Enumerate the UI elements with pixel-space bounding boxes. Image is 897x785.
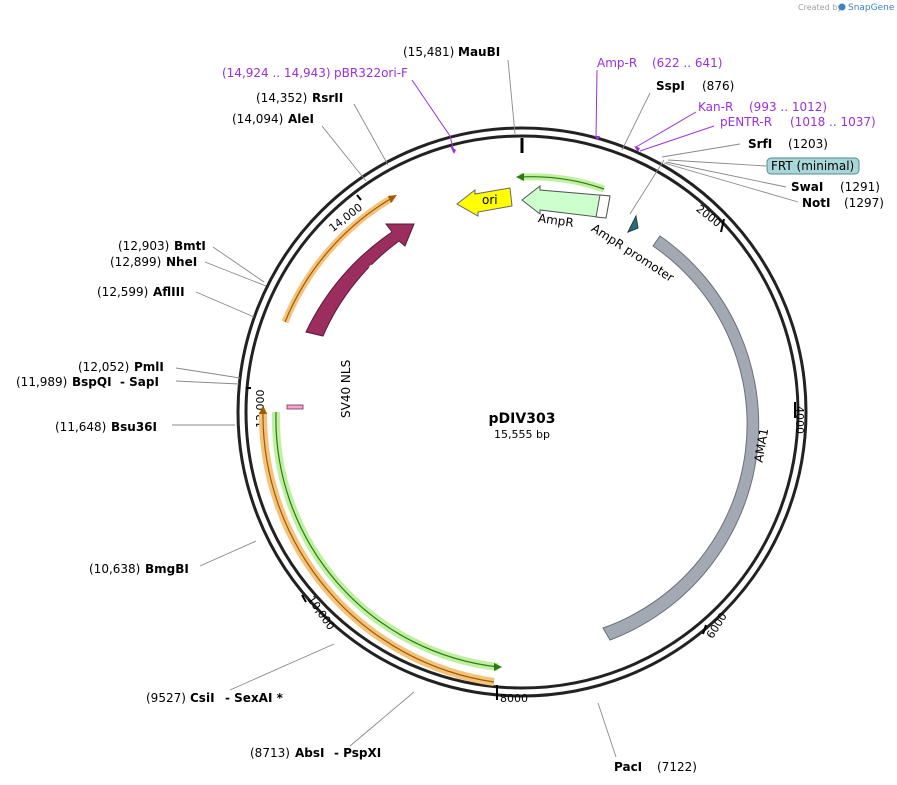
site-rsrii-pos: (14,352) [256,91,307,105]
primer-pbr322ori-name[interactable]: pBR322ori-F [334,66,408,80]
scale-ticks [246,138,796,700]
site-bmgbi-name[interactable]: BmgBI [145,562,189,576]
site-swai-pos: (1291) [840,180,880,194]
feature-ampr-label: AmpR [537,211,574,230]
primer-markers [450,136,640,154]
feature-frt-box[interactable] [766,157,860,175]
site-pspxi-name[interactable]: - PspXI [334,746,381,760]
feature-ampr-promoter[interactable] [626,214,639,233]
credit-brand: SnapGene [848,3,895,13]
feature-frt-label: FRT (minimal) [771,159,854,173]
site-alei-pos: (14,094) [232,112,283,126]
site-bsu36i-pos: (11,648) [55,420,106,434]
site-maubi-pos: (15,481) [403,45,454,59]
scale-tick-labels: 2000 4000 6000 8000 10,000 12,000 14,000 [254,201,806,705]
primer-leader-lines [411,69,715,153]
feature-sv40-label: SV40 NLS [339,360,353,418]
primer-labels: (14,924 .. 14,943) pBR322ori-F Amp-R (62… [222,56,876,129]
feature-sv40-nls[interactable] [286,404,304,410]
site-srfi-name[interactable]: SrfI [748,137,772,151]
feature-ama1-label: AMA1 [752,427,772,463]
primer-ampr-range: (622 .. 641) [652,56,722,70]
site-sspi-name[interactable]: SspI [656,79,685,93]
site-srfi-pos: (1203) [788,137,828,151]
tick-8000: 8000 [500,692,528,705]
site-nhei-pos: (12,899) [110,255,161,269]
primer-kanr-name[interactable]: Kan-R [698,100,733,114]
snapgene-logo-icon [838,3,846,11]
site-bspqi-pos: (11,989) [16,375,67,389]
site-maubi-name[interactable]: MauBI [458,45,500,59]
primer-kanr-range: (993 .. 1012) [749,100,827,114]
site-noti-pos: (1297) [844,196,884,210]
site-csii-name[interactable]: CsiI [190,691,215,705]
site-bmti-name[interactable]: BmtI [174,239,206,253]
site-sexai-name[interactable]: - SexAI * [225,691,284,705]
primer-ampr-name[interactable]: Amp-R [597,56,637,70]
plasmid-size: 15,555 bp [494,428,550,441]
feature-amds[interactable] [305,223,415,337]
site-bmgbi-pos: (10,638) [89,562,140,576]
feature-ori-label: ori [482,193,498,207]
site-rsrii-name[interactable]: RsrII [312,91,343,105]
credit-prefix: Created by [798,3,842,12]
site-swai-name[interactable]: SwaI [791,180,823,194]
site-leader-lines [172,59,799,758]
site-paci-pos: (7122) [657,760,697,774]
site-paci-name[interactable]: PacI [614,760,642,774]
site-bmti-pos: (12,903) [118,239,169,253]
primer-pbr322ori-range: (14,924 .. 14,943) [222,66,331,80]
site-alei-name[interactable]: AleI [288,112,314,126]
site-sspi-pos: (876) [702,79,734,93]
site-csii-pos: (9527) [146,691,186,705]
site-pmli-pos: (12,052) [78,360,129,374]
site-nhei-name[interactable]: NheI [166,255,197,269]
site-noti-name[interactable]: NotI [802,196,831,210]
tick-4000: 4000 [793,406,806,434]
feature-green-arc [271,411,499,671]
site-absi-pos: (8713) [250,746,290,760]
feature-ama1[interactable] [602,235,760,641]
site-labels: (15,481) MauBI (14,352) RsrII (14,094) A… [16,45,884,774]
site-pmli-name[interactable]: PmlI [134,360,164,374]
primer-pentr-name[interactable]: pENTR-R [720,115,772,129]
site-bsu36i-name[interactable]: Bsu36I [111,420,157,434]
site-absi-name[interactable]: AbsI [295,746,324,760]
backbone [236,126,808,698]
feature-ori[interactable] [456,187,513,217]
plasmid-name: pDIV303 [489,411,556,427]
site-afliii-name[interactable]: AflIII [153,285,185,299]
site-bspqi-name[interactable]: BspQI [72,375,112,389]
site-sapi-name[interactable]: - SapI [120,375,159,389]
primer-pentr-range: (1018 .. 1037) [790,115,876,129]
site-afliii-pos: (12,599) [97,285,148,299]
